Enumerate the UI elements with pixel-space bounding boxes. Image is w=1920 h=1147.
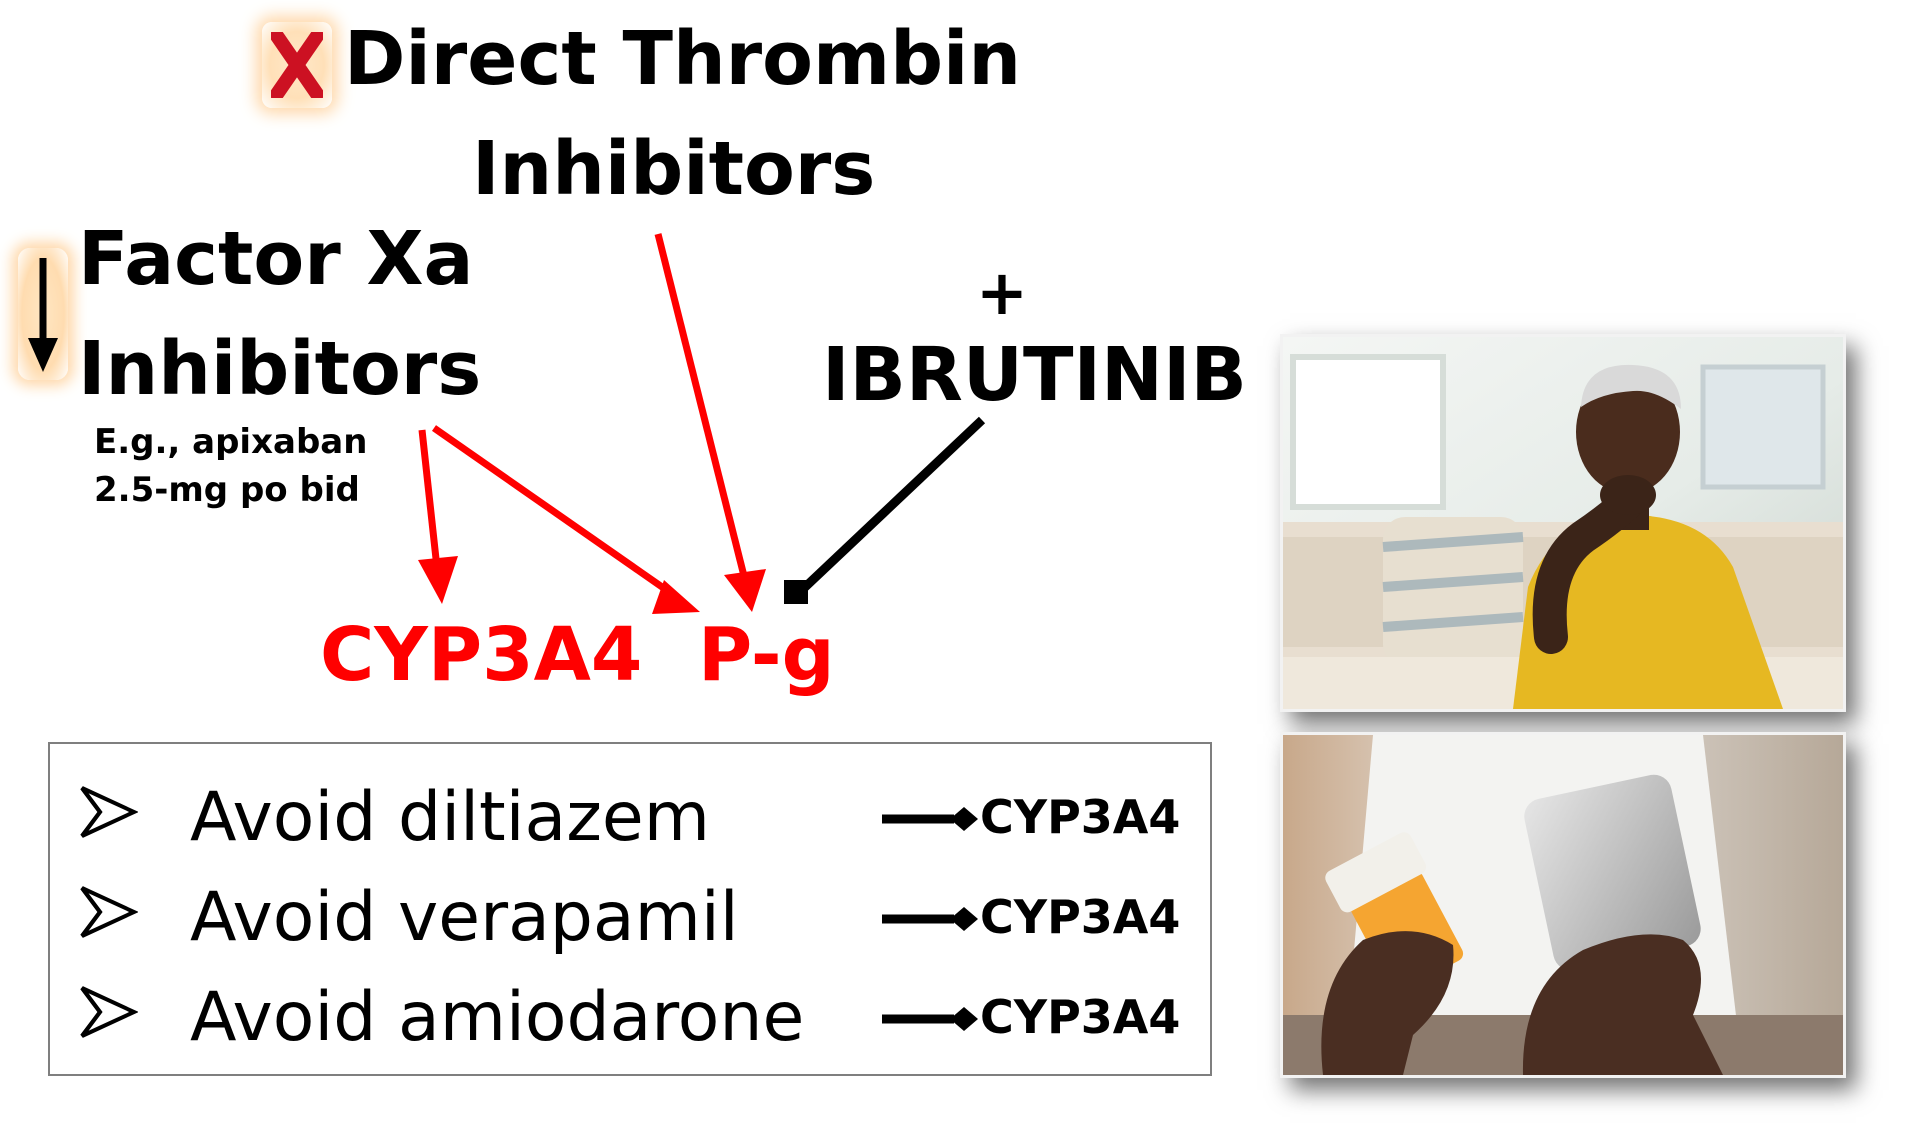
ibrutinib-plus: + (976, 256, 1028, 329)
factor-xa-line1: Factor Xa (78, 216, 474, 302)
diamond-arrow-icon (882, 807, 978, 831)
target-p-glycoprotein: P-g (698, 612, 835, 698)
arrow-fxa-to-pg (431, 425, 678, 599)
direct-thrombin-x-mark (262, 22, 332, 108)
avoid-item-text: Avoid verapamil (190, 878, 739, 957)
arrow-fxa-to-cyp (418, 429, 441, 569)
ibrutinib-label: IBRUTINIB (822, 332, 1247, 418)
avoid-row-verapamil: Avoid verapamil CYP3A4 (50, 868, 1210, 968)
avoid-item-text: Avoid amiodarone (190, 978, 805, 1057)
diamond-arrow-icon (882, 1007, 978, 1031)
arrowhead-bullet-icon (80, 986, 138, 1038)
target-cyp3a4: CYP3A4 (320, 612, 643, 698)
avoid-row-diltiazem: Avoid diltiazem CYP3A4 (50, 768, 1210, 868)
avoid-list-box: Avoid diltiazem CYP3A4 Avoid verapamil C… (48, 742, 1212, 1076)
down-arrow-icon (28, 258, 58, 372)
avoid-item-text: Avoid diltiazem (190, 778, 710, 857)
inhibit-bar-head (784, 580, 808, 604)
factor-xa-example-line2: 2.5-mg po bid (94, 470, 360, 510)
inhibit-ibrutinib-to-pg (798, 416, 986, 594)
photo-hands-pill-bottle-phone (1280, 732, 1846, 1078)
hands-pill-bottle-phone-illustration (1283, 735, 1843, 1075)
photo-woman-on-couch (1280, 334, 1846, 712)
arrowhead-bullet-icon (80, 886, 138, 938)
avoid-row-amiodarone: Avoid amiodarone CYP3A4 (50, 968, 1210, 1068)
avoid-item-target: CYP3A4 (980, 890, 1181, 944)
arrowhead-fxa-to-cyp (418, 556, 458, 604)
woman-on-couch-illustration (1283, 337, 1843, 709)
arrowhead-fxa-to-pg (652, 580, 700, 614)
arrow-dti-to-pg (654, 233, 749, 581)
direct-thrombin-line2: Inhibitors (472, 126, 876, 212)
factor-xa-example-line1: E.g., apixaban (94, 422, 368, 462)
arrowhead-dti-to-pg (724, 569, 766, 612)
x-mark-icon (271, 32, 323, 98)
avoid-item-target: CYP3A4 (980, 990, 1181, 1044)
avoid-item-target: CYP3A4 (980, 790, 1181, 844)
factor-xa-line2: Inhibitors (78, 326, 482, 412)
arrowhead-bullet-icon (80, 786, 138, 838)
diamond-arrow-icon (882, 907, 978, 931)
direct-thrombin-line1: Direct Thrombin (344, 16, 1022, 102)
